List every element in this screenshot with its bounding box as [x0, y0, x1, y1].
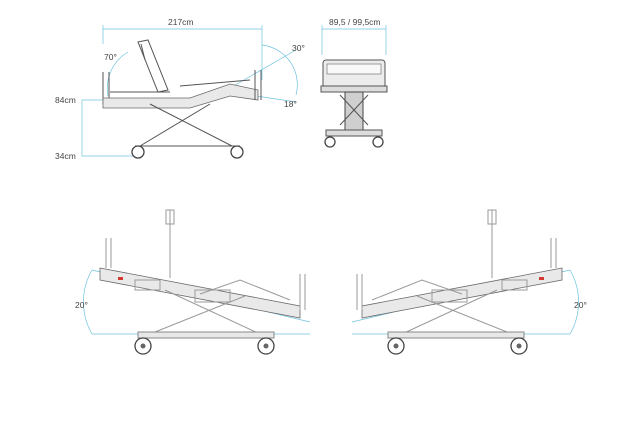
head-angle-label: 70°	[104, 52, 117, 62]
foot-angle-label: 18°	[284, 99, 297, 109]
trendelenburg-view: 20°	[75, 209, 311, 355]
leg-angle-label: 30°	[292, 43, 305, 53]
trendelenburg-angle-label: 20°	[75, 300, 88, 310]
max-height-label: 84cm	[55, 95, 76, 105]
min-height-label: 34cm	[55, 151, 76, 161]
reverse-trendelenburg-view: 20°	[351, 209, 587, 355]
side-view: 217cm 84cm 34cm 70° 30° 18°	[55, 17, 305, 161]
bed-width-label: 89,5 / 99,5cm	[329, 17, 381, 27]
reverse-trendelenburg-angle-label: 20°	[574, 300, 587, 310]
bed-length-label: 217cm	[168, 17, 194, 27]
end-view: 89,5 / 99,5cm	[320, 17, 388, 148]
